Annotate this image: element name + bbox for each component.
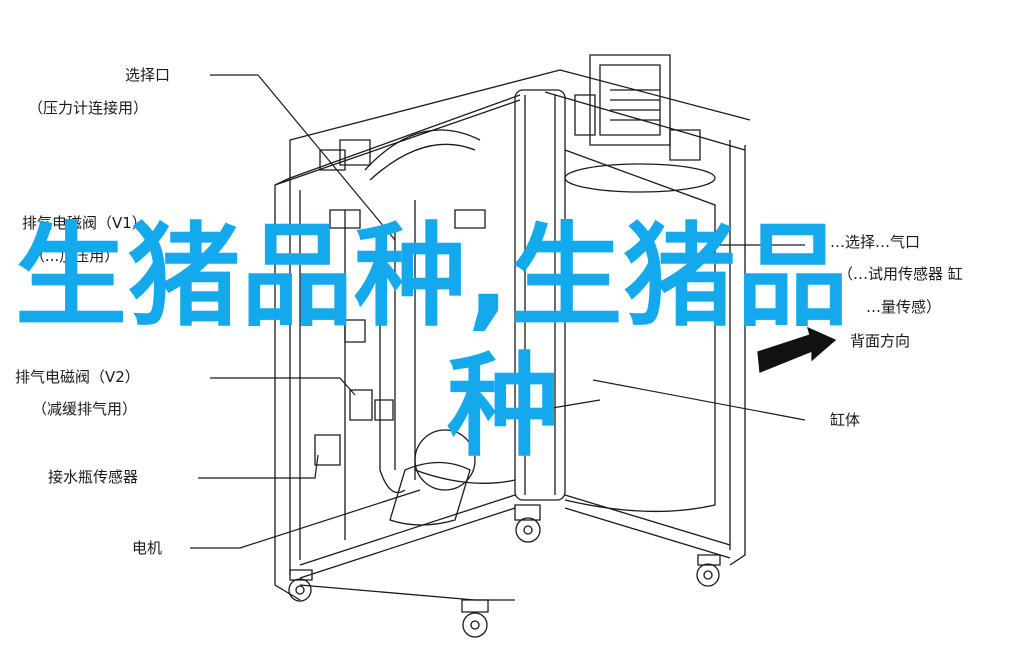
leader-lines [190, 75, 805, 548]
label-exhaust-valve-v1-note: （...加压用） [30, 247, 120, 265]
motor-body [390, 463, 470, 526]
valve-assembly [315, 210, 485, 493]
label-pressure-port-note: （…试用传感器 缸 [838, 265, 963, 283]
label-exhaust-valve-v2: 排气电磁阀（V2） [15, 368, 140, 386]
overlay-title-line-1: 生猪品种,生猪品 [15, 212, 850, 342]
label-motor: 电机 [132, 539, 163, 557]
top-mechanism [320, 55, 700, 180]
label-cylinder: 缸体 [830, 411, 861, 429]
label-exhaust-valve-v2-note: （减缓排气用） [32, 400, 138, 418]
label-exhaust-valve-v1: 排气电磁阀（V1） [22, 214, 147, 232]
label-selection-port-note: （压力计连接用） [28, 99, 149, 117]
overlay-title-line-2: 种 [447, 342, 560, 472]
frame [275, 70, 750, 600]
label-pressure-port: …选择…气口 [830, 233, 921, 251]
label-back-direction: 背面方向 [850, 332, 911, 350]
label-selection-port: 选择口 [125, 66, 171, 84]
casters [289, 505, 720, 637]
cylinder-tank [415, 150, 715, 511]
label-pressure-port-note-2: …量传感） [866, 298, 942, 316]
label-water-bottle-sensor: 接水瓶传感器 [48, 468, 139, 486]
back-direction-arrow [758, 328, 835, 372]
